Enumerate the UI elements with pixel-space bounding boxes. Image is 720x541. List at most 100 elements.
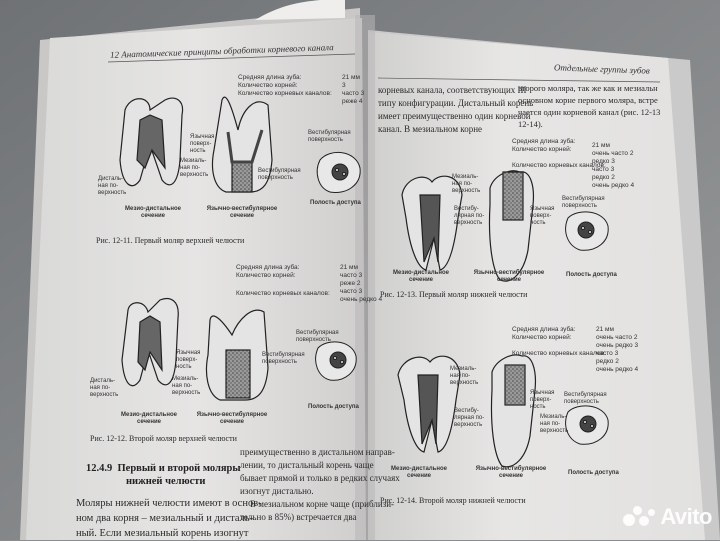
avito-watermark: Avito xyxy=(623,504,712,530)
stat-value: 21 мм xyxy=(592,142,610,149)
stat-values-fig-12-13: 21 мм очень часто 2 редко 3 часто 3 редк… xyxy=(592,142,634,190)
tooth-linguovestibular-2 xyxy=(205,309,269,401)
section-mesiodistal-3: Мезио-дистальное сечение xyxy=(393,270,449,283)
stat-value: редко 2 xyxy=(596,358,619,365)
stat-value: очень часто 2 xyxy=(592,150,634,157)
body-line: ном два корня – мезиальный и дисталь- xyxy=(76,513,254,524)
section-mesiodistal-4: Мезио-дистальное сечение xyxy=(391,466,447,479)
label-mesial-1: Мезиаль-ная по-верхность xyxy=(180,158,209,178)
stats-fig-12-11: Средняя длина зуба: Количество корней: К… xyxy=(238,74,332,98)
body-line: корневых канала, соответствующих III xyxy=(378,85,527,95)
stat-label: Количество корневых каналов: xyxy=(236,290,330,297)
right-top-text: корневых канала, соответствующих III тип… xyxy=(378,84,533,136)
label-lingual-3: Язычная поверх-ность xyxy=(530,206,555,226)
tooth-mesiodistal-4 xyxy=(397,355,461,453)
stat-values-fig-12-11: 21 мм 3 часто 3 реже 4 xyxy=(342,74,364,106)
body-line: типу конфигурации. Дистальный корень xyxy=(378,98,534,108)
section-mesiodistal-1: Мезио-дистальное сечение xyxy=(125,206,181,219)
stat-value: очень редко 4 xyxy=(592,182,635,189)
label-lingual-2: Язычная поверх-ность xyxy=(176,350,201,370)
caption-fig-12-13: Рис. 12-13. Первый моляр нижней челюсти xyxy=(380,290,528,299)
body-line: канал. В мезиальном корне xyxy=(378,124,483,134)
label-mesial-4: Мезиаль-ная по-верхность xyxy=(450,366,479,386)
label-mesial-2: Мезиаль-ная по-верхность xyxy=(172,376,201,396)
avito-logo-icon xyxy=(623,506,657,528)
access-cavity-4 xyxy=(565,405,609,445)
access-cavity-1 xyxy=(316,152,361,194)
access-label-3: Полость доступа xyxy=(566,272,617,278)
section-heading-line: Первый и второй моляры xyxy=(117,463,241,474)
body-line: лении, то дистальный корень чаще xyxy=(240,460,374,470)
body-line: Моляры нижней челюсти имеют в основ- xyxy=(76,498,262,509)
tooth-mesiodistal-2 xyxy=(121,297,179,387)
stat-label: Количество корневых каналов: xyxy=(512,162,606,169)
access-cavity-3 xyxy=(565,211,609,251)
left-body-text: Моляры нижней челюсти имеют в основ- ном… xyxy=(76,496,262,541)
body-line: имеет преимущественно один корневой xyxy=(378,111,531,121)
stat-value: 21 мм xyxy=(596,326,614,333)
body-line: 12-14). xyxy=(518,119,543,129)
section-mesiodistal-2: Мезио-дистальное сечение xyxy=(121,412,177,425)
stat-values-fig-12-12: 21 мм часто 3 реже 2 часто 3 очень редко… xyxy=(340,264,382,304)
stat-value: часто 3 xyxy=(340,272,363,279)
stat-label: Средняя длина зуба: xyxy=(512,138,576,145)
stat-value: 3 xyxy=(342,82,346,89)
stats-fig-12-12: Средняя длина зуба: Количество корней: К… xyxy=(236,264,330,298)
stat-value: очень часто 2 xyxy=(596,334,638,341)
body-line: тельно в 85%) встречается два xyxy=(240,512,357,522)
stat-value: очень редко 4 xyxy=(340,296,383,303)
access-label-4: Полость доступа xyxy=(568,470,619,476)
label-vestibular-access-1: Вестибулярная поверхность xyxy=(308,130,351,143)
tooth-mesiodistal-1 xyxy=(119,97,184,187)
body-line: второго моляра, так же как и мезиальн xyxy=(518,83,658,93)
stat-value: 21 мм xyxy=(342,74,360,81)
stat-value: редко 3 xyxy=(592,158,615,165)
stat-label: Количество корней: xyxy=(238,82,298,89)
stat-value: часто 3 xyxy=(342,90,365,97)
label-mesial-3: Мезиаль-ная по-верхность xyxy=(452,174,481,194)
section-linguovestibular-4: Язычно-вестибулярное сечение xyxy=(475,466,547,479)
section-heading: 12.4.9 Первый и второй моляры нижней чел… xyxy=(86,462,241,488)
tooth-mesiodistal-3 xyxy=(401,175,463,271)
stat-value: 21 мм xyxy=(340,264,358,271)
stat-label: Средняя длина зуба: xyxy=(512,326,576,333)
stat-value: реже 2 xyxy=(340,280,361,287)
tooth-linguovestibular-4 xyxy=(490,354,537,468)
stat-label: Средняя длина зуба: xyxy=(238,74,302,81)
stat-value: очень редко 3 xyxy=(596,342,639,349)
caption-fig-12-14: Рис. 12-14. Второй моляр нижней челюсти xyxy=(380,496,526,505)
left-body-right-column: преимущественно в дистальном направ- лен… xyxy=(240,446,400,524)
stat-label: Количество корней: xyxy=(236,272,296,279)
body-line: основном корне первого моляра, встре xyxy=(518,95,658,105)
section-linguovestibular-2: Язычно-вестибулярное сечение xyxy=(196,412,268,425)
section-number: 12.4.9 xyxy=(86,463,113,474)
stat-value: часто 3 xyxy=(340,288,363,295)
tooth-linguovestibular-1 xyxy=(211,96,273,193)
stat-label: Количество корневых каналов: xyxy=(512,350,606,357)
stat-label: Средняя длина зуба: xyxy=(236,264,300,271)
label-vestibular-3: Вестибу-лярная по-верхность xyxy=(454,206,485,226)
stats-fig-12-14: Средняя длина зуба: Количество корней: К… xyxy=(512,326,606,358)
body-line: В мезиальном корне чаще (приблизи- xyxy=(250,499,395,509)
body-line: бывает прямой и только в редких случаях xyxy=(240,473,400,483)
label-vestibular-access-2: Вестибулярная поверхность xyxy=(296,330,339,343)
label-vestibular-1: Вестибулярная поверхность xyxy=(258,168,301,181)
stat-label: Количество корней: xyxy=(512,146,572,153)
label-mesial-access-4: Мезиаль-ная по-верхность xyxy=(540,414,569,434)
stat-value: очень редко 4 xyxy=(596,366,639,373)
avito-wordmark: Avito xyxy=(660,504,712,529)
label-vestibular-access-4: Вестибулярная поверхность xyxy=(564,392,607,405)
tooth-linguovestibular-3 xyxy=(488,170,535,282)
stat-value: часто 3 xyxy=(596,350,619,357)
label-distal-1: Дисталь-ная по-верхность xyxy=(98,176,127,196)
stats-fig-12-13: Средняя длина зуба: Количество корней: К… xyxy=(512,138,606,170)
access-cavity-2 xyxy=(315,341,357,381)
stat-value: реже 4 xyxy=(342,98,363,105)
right-top-text-2: второго моляра, так же как и мезиальн ос… xyxy=(518,82,660,130)
stat-value: часто 3 xyxy=(592,166,615,173)
body-line: ный. Если мезиальный корень изогнут xyxy=(76,528,249,539)
section-heading-line: нижней челюсти xyxy=(126,476,206,487)
stat-label: Количество корней: xyxy=(512,334,572,341)
label-vestibular-4: Вестибу-лярная по-верхность xyxy=(454,408,485,428)
